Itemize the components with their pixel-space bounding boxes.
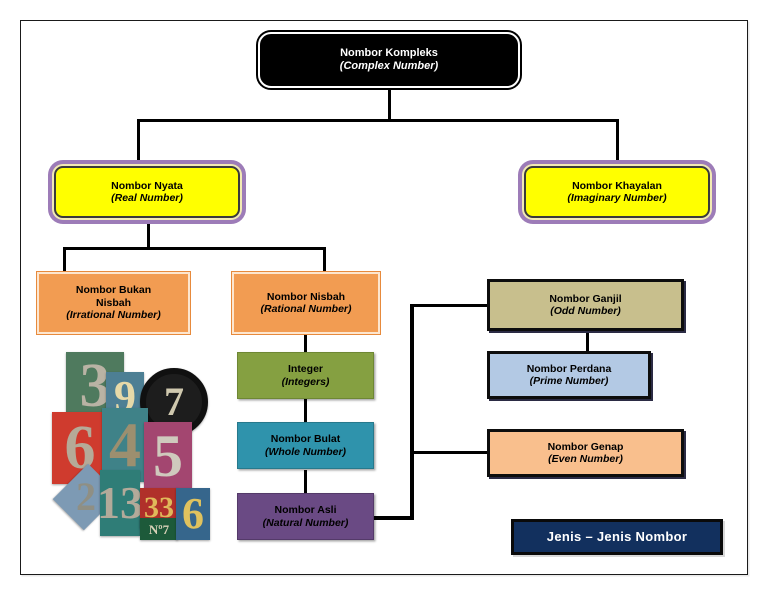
connector-to-real bbox=[137, 119, 140, 166]
collage-tile-digit: 2 bbox=[76, 474, 96, 519]
collage-tile: 6 bbox=[176, 488, 210, 540]
connector-integer-whole bbox=[304, 399, 307, 422]
connector-complex-down bbox=[388, 87, 391, 120]
node-label-ms: Nombor Genap bbox=[547, 440, 624, 453]
connector-to-odd bbox=[410, 304, 488, 307]
node-label-ms: Nombor Nisbah bbox=[266, 290, 346, 303]
node-label-ms2: Nisbah bbox=[95, 296, 131, 309]
node-label-en: (Prime Number) bbox=[529, 375, 609, 387]
connector-real-down bbox=[147, 219, 150, 249]
node-label-ms: Integer bbox=[287, 363, 323, 376]
collage-tile-digit: 13 bbox=[100, 477, 140, 528]
collage-tile-digit: 3 bbox=[79, 352, 111, 420]
node-label-ms: Nombor Khayalan bbox=[572, 179, 662, 192]
node-label-ms: Nombor Bukan bbox=[75, 284, 152, 297]
connector-to-imaginary bbox=[616, 119, 619, 166]
node-label-en: (Odd Number) bbox=[550, 305, 621, 317]
collage-tile-digit: 6 bbox=[182, 489, 204, 538]
node-even-number[interactable]: Nombor Genap (Even Number) bbox=[487, 429, 684, 477]
node-natural-number[interactable]: Nombor Asli (Natural Number) bbox=[237, 493, 374, 540]
connector-rational-integer bbox=[304, 334, 307, 352]
node-irrational-number[interactable]: Nombor Bukan Nisbah (Irrational Number) bbox=[37, 272, 190, 334]
node-odd-number[interactable]: Nombor Ganjil (Odd Number) bbox=[487, 279, 684, 331]
connector-to-even bbox=[410, 451, 488, 454]
connector-right-riser bbox=[410, 304, 414, 520]
node-label-en: (Even Number) bbox=[548, 453, 623, 465]
node-rational-number[interactable]: Nombor Nisbah (Rational Number) bbox=[232, 272, 380, 334]
collage-tile: 3 bbox=[66, 352, 124, 420]
collage-tile: 4 bbox=[102, 408, 148, 482]
node-whole-number[interactable]: Nombor Bulat (Whole Number) bbox=[237, 422, 374, 469]
node-imaginary-number[interactable]: Nombor Khayalan (Imaginary Number) bbox=[524, 166, 710, 218]
collage-tile-digit: 33 bbox=[144, 491, 174, 524]
node-label-ms: Nombor Nyata bbox=[111, 179, 183, 192]
collage-tile-digit: 4 bbox=[109, 409, 141, 480]
node-label-en: (Rational Number) bbox=[260, 303, 352, 315]
connector-level1-bus bbox=[137, 119, 619, 122]
node-complex-number[interactable]: Nombor Kompleks (Complex Number) bbox=[258, 32, 520, 88]
node-label-en: (Imaginary Number) bbox=[567, 192, 667, 204]
collage-tile-digit: 7 bbox=[164, 379, 184, 424]
title-plate-label: Jenis – Jenis Nombor bbox=[546, 529, 688, 545]
node-label-en: (Whole Number) bbox=[264, 445, 347, 458]
node-prime-number[interactable]: Nombor Perdana (Prime Number) bbox=[487, 351, 651, 399]
node-integer[interactable]: Integer (Integers) bbox=[237, 352, 374, 399]
collage-tile-digit: Nº7 bbox=[148, 521, 170, 537]
node-label-en: (Natural Number) bbox=[262, 516, 349, 529]
connector-to-rational bbox=[323, 247, 326, 273]
node-real-number[interactable]: Nombor Nyata (Real Number) bbox=[54, 166, 240, 218]
connector-level2-bus bbox=[63, 247, 326, 250]
title-plate: Jenis – Jenis Nombor bbox=[511, 519, 723, 555]
connector-odd-prime bbox=[586, 331, 589, 352]
connector-to-irrational bbox=[63, 247, 66, 273]
collage-tile-digit: 5 bbox=[153, 423, 183, 489]
node-label-en: (Real Number) bbox=[111, 192, 183, 204]
node-label-ms: Nombor Asli bbox=[274, 504, 337, 517]
node-label-ms: Nombor Kompleks bbox=[340, 47, 438, 60]
node-label-ms: Nombor Bulat bbox=[270, 433, 341, 446]
connector-whole-natural bbox=[304, 470, 307, 493]
node-label-en: (Complex Number) bbox=[339, 60, 439, 72]
collage-tile-digit: 9 bbox=[114, 372, 136, 421]
collage-tile: 5 bbox=[144, 422, 192, 490]
collage-tile: 13 bbox=[100, 470, 140, 536]
node-label-ms: Nombor Perdana bbox=[526, 362, 612, 375]
node-label-ms: Nombor Ganjil bbox=[549, 292, 622, 305]
node-label-en: (Integers) bbox=[281, 375, 330, 388]
connector-natural-right bbox=[370, 516, 414, 520]
collage-tile: Nº7 bbox=[140, 518, 178, 540]
node-label-en: (Irrational Number) bbox=[66, 309, 161, 322]
